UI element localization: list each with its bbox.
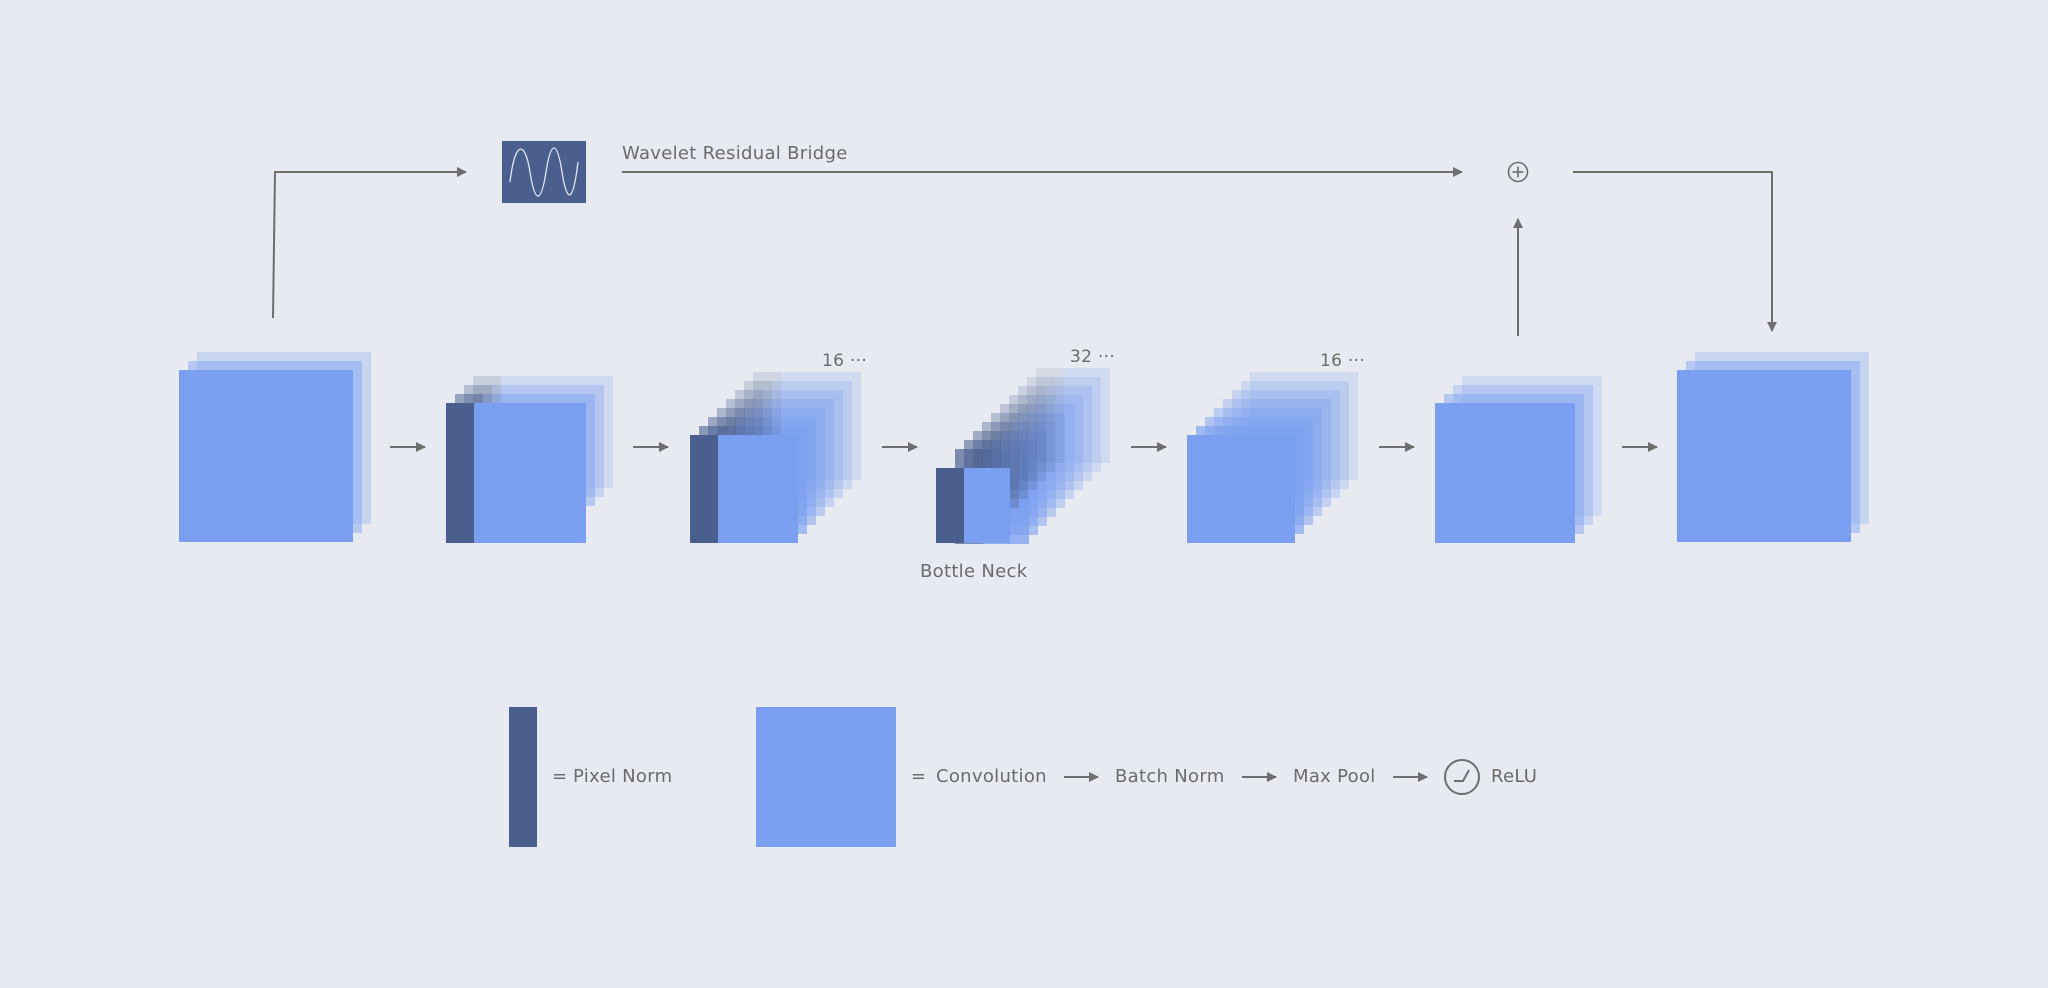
legend-convolution-swatch — [756, 707, 896, 847]
encoder-block-2 — [690, 372, 861, 543]
encoder-block-1 — [446, 376, 613, 543]
bridge-output-arrow — [1573, 171, 1777, 332]
merge-add-icon — [1507, 161, 1529, 183]
input-block — [179, 352, 371, 542]
legend-max-pool-label: Max Pool — [1293, 766, 1376, 787]
relu-icon — [1444, 759, 1480, 795]
legend-relu-label: ReLU — [1491, 766, 1538, 787]
bridge-label: Wavelet Residual Bridge — [622, 143, 848, 164]
output-block — [1677, 352, 1869, 542]
channel-count-label: 32 ··· — [1070, 347, 1116, 367]
wavelet-bridge — [272, 141, 1777, 336]
legend-convolution-label: Convolution — [936, 766, 1047, 787]
pixel-norm-slab — [690, 435, 718, 543]
bottleneck-block — [936, 368, 1110, 544]
wavelet-icon — [502, 141, 586, 203]
legend-pixel-norm-label: Pixel Norm — [573, 766, 673, 787]
pixel-norm-slab — [936, 468, 964, 543]
channel-count-label: 16 ··· — [822, 351, 868, 371]
pixel-norm-slab — [446, 403, 474, 543]
legend-equals: = — [552, 766, 568, 787]
channel-count-label: 16 ··· — [1320, 351, 1366, 371]
bottleneck-label: Bottle Neck — [920, 561, 1028, 582]
legend-equals: = — [911, 766, 927, 787]
legend — [509, 707, 1480, 847]
decoder-block-2 — [1435, 376, 1602, 543]
decoder-block-1 — [1187, 372, 1358, 543]
legend-batch-norm-label: Batch Norm — [1115, 766, 1225, 787]
bridge-input-arrow — [272, 167, 467, 319]
legend-pixel-norm-swatch — [509, 707, 537, 847]
